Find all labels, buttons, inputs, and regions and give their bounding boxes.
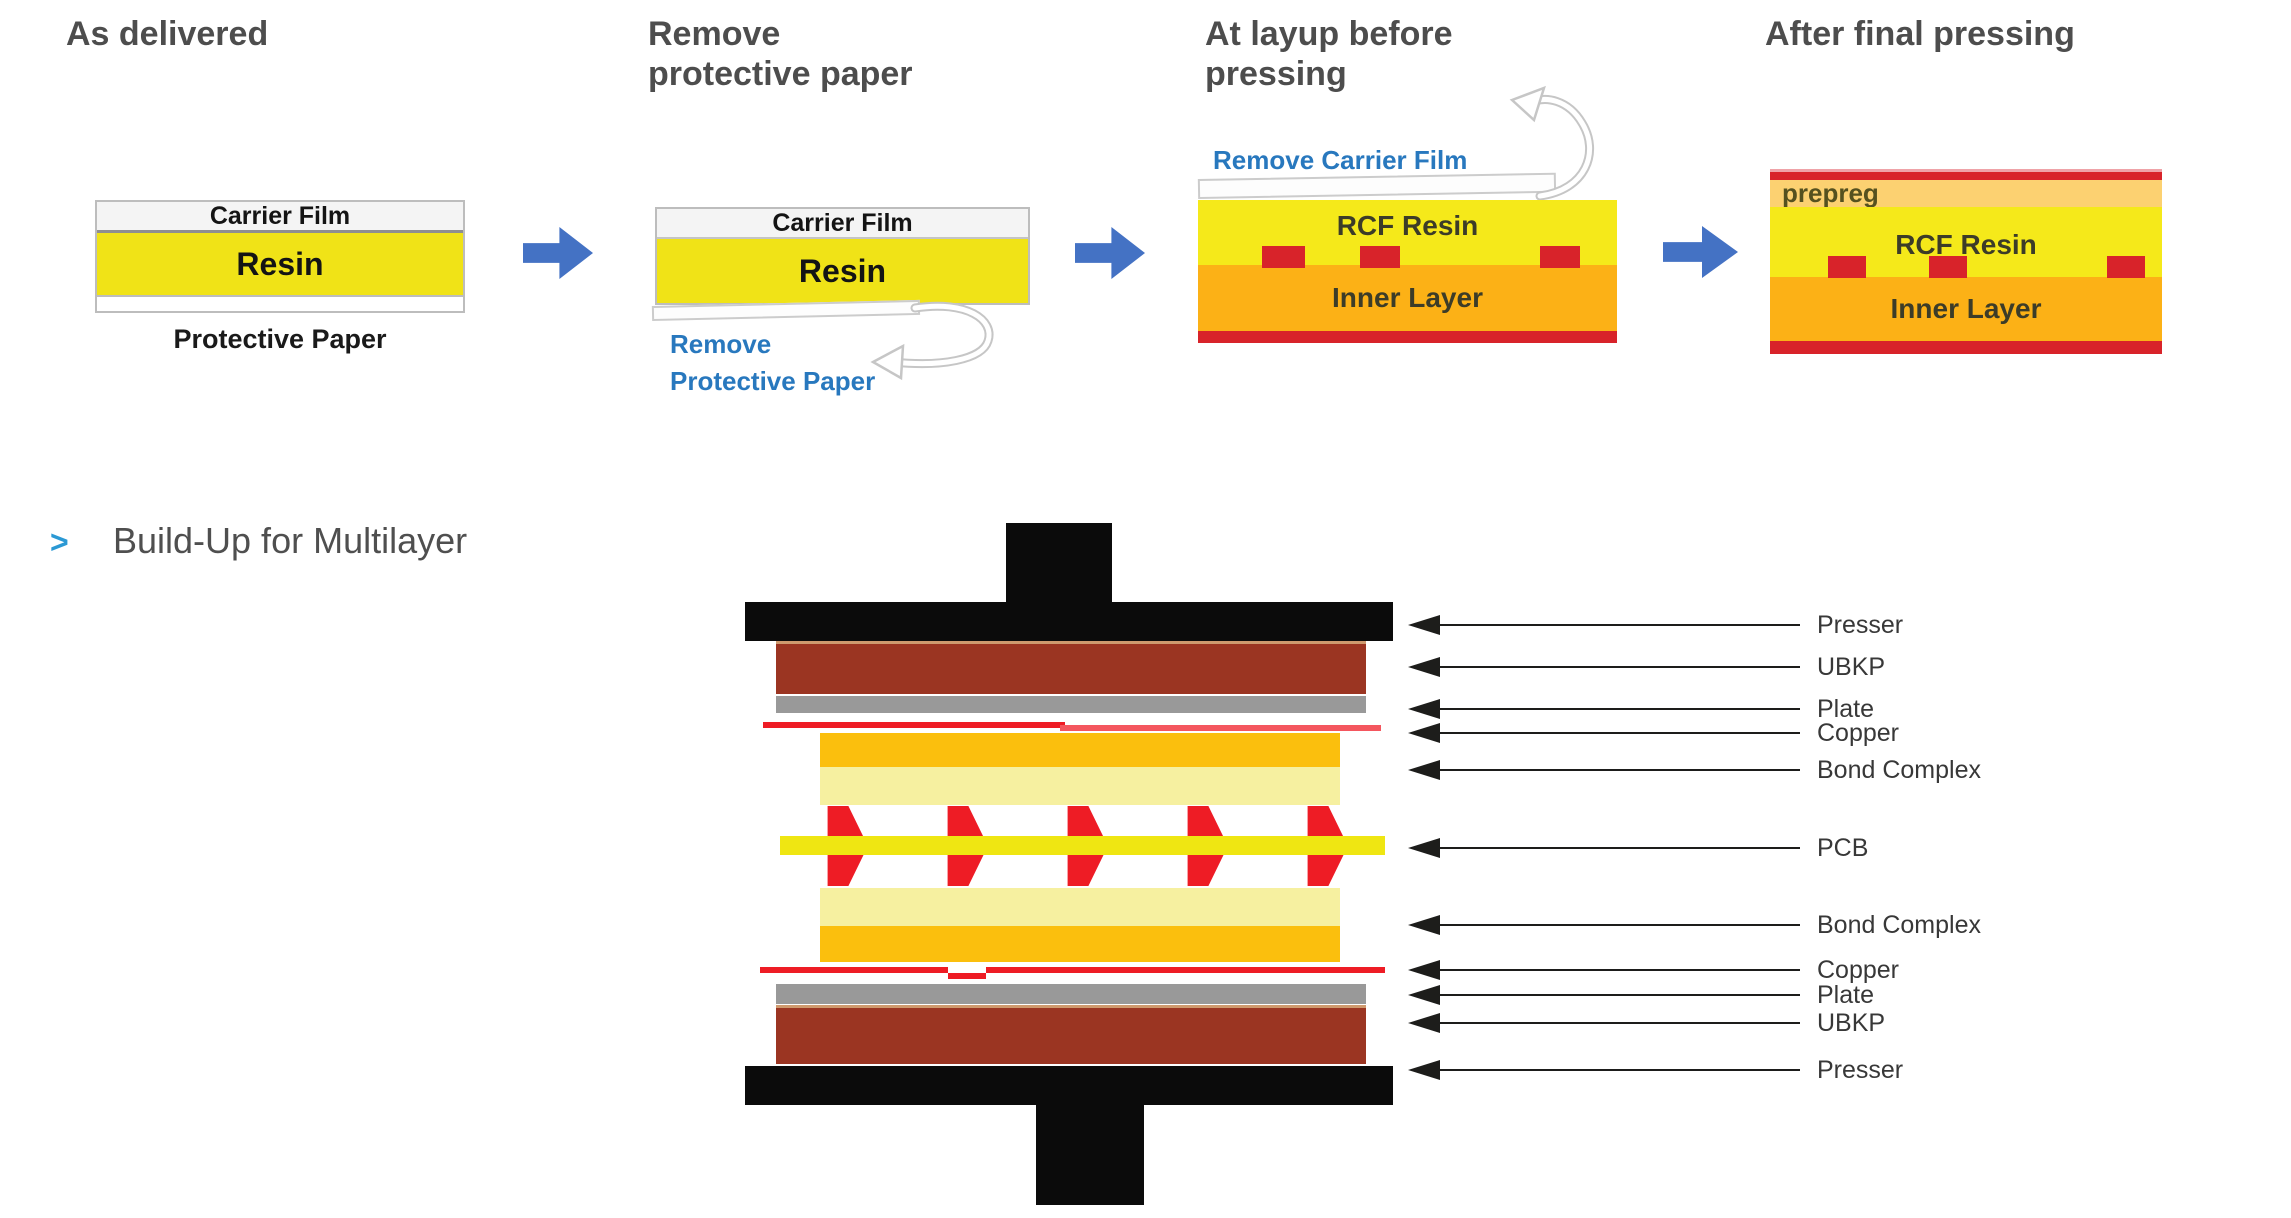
layer-label: Presser [1817, 1056, 1904, 1084]
layer-label: Bond Complex [1817, 756, 1981, 784]
carrier-film-label: Carrier Film [772, 208, 913, 237]
copper-top-foil [763, 722, 1065, 728]
layer-label: Copper [1817, 719, 1899, 747]
plate-bottom-layer [776, 984, 1366, 1004]
stage3-copper-strip [1198, 331, 1617, 343]
layer-label: Bond Complex [1817, 911, 1981, 939]
carrier-film-label: Carrier Film [209, 201, 351, 230]
bond-complex-bottom-light [820, 888, 1340, 926]
copper-top-foil [1060, 725, 1381, 731]
process-arrow-icon [1075, 226, 1145, 280]
stage1-stack: Carrier Film Resin [95, 200, 465, 313]
stage1-resin-layer: Resin [97, 233, 463, 295]
ubkp-bottom-layer [776, 1005, 1366, 1064]
chevron-icon: > [50, 524, 69, 560]
protective-paper-label: Protective Paper [173, 324, 387, 354]
layer-label: Plate [1817, 695, 1874, 723]
prepreg-label: prepreg [1782, 178, 1879, 208]
left-arrow-icon [1408, 723, 1440, 743]
stage3-inner-layer: Inner Layer [1198, 265, 1617, 331]
stage4-top-copper-strip [1770, 169, 2162, 180]
left-arrow-icon [1408, 657, 1440, 677]
presser-top-layer [745, 602, 1393, 641]
copper-pad [1360, 246, 1400, 268]
left-arrow-icon [1408, 760, 1440, 780]
inner-layer-label: Inner Layer [1332, 282, 1483, 313]
copper-pad [1929, 256, 1967, 278]
layer-label: UBKP [1817, 1009, 1886, 1037]
buildup-title: Build-Up for Multilayer [113, 520, 468, 561]
stage1-heading: As delivered [66, 15, 269, 53]
layer-label: UBKP [1817, 653, 1886, 681]
rcf-resin-label: RCF Resin [1336, 210, 1479, 241]
rcf-resin-label: RCF Resin [1895, 229, 2037, 260]
copper-bottom-foil [948, 973, 986, 979]
stage4-inner-layer: Inner Layer [1770, 277, 2162, 341]
layer-label: Plate [1817, 981, 1874, 1009]
copper-pad [1540, 246, 1580, 268]
left-arrow-icon [1408, 985, 1440, 1005]
bond-complex-bottom-gold [820, 926, 1340, 962]
copper-pad [2107, 256, 2145, 278]
pcb-core-strip [780, 836, 1385, 855]
process-arrow-icon [523, 226, 593, 280]
bond-complex-top-gold [820, 733, 1340, 767]
remove-protective-paper-note: Remove Protective Paper [670, 329, 876, 396]
inner-layer-label: Inner Layer [1890, 293, 2042, 324]
presser-bottom-layer [745, 1066, 1393, 1105]
left-arrow-icon [1408, 915, 1440, 935]
layer-label: Copper [1817, 956, 1899, 984]
left-arrow-icon [1408, 699, 1440, 719]
left-arrow-icon [1408, 1013, 1440, 1033]
resin-label: Resin [236, 245, 324, 282]
stage3-stack: RCF Resin Inner Layer [1198, 200, 1617, 343]
stage1-protective-paper-layer [97, 295, 463, 311]
stage2-resin-layer: Resin [657, 239, 1028, 303]
resin-label: Resin [798, 252, 887, 289]
stage4-heading: After final pressing [1765, 15, 2075, 53]
stage2-carrier-film-layer: Carrier Film [657, 209, 1028, 239]
copper-pad [1262, 246, 1305, 268]
left-arrow-icon [1408, 960, 1440, 980]
peel-arrow-icon [1509, 85, 1594, 201]
left-arrow-icon [1408, 1060, 1440, 1080]
plate-top-layer [776, 696, 1366, 713]
peel-arrow-icon [870, 301, 994, 381]
remove-carrier-film-note: Remove Carrier Film [1213, 145, 1468, 175]
copper-bottom-foil [986, 967, 1385, 973]
copper-pad [1828, 256, 1866, 278]
stage1-carrier-film-layer: Carrier Film [97, 202, 463, 233]
left-arrow-icon [1408, 838, 1440, 858]
stage3-heading: At layup before pressing [1205, 15, 1453, 93]
left-arrow-icon [1408, 615, 1440, 635]
ubkp-top-layer [776, 641, 1366, 694]
bond-complex-top-light [820, 767, 1340, 805]
stage4-bottom-copper-strip [1770, 341, 2162, 354]
stage2-heading: Remove protective paper [648, 15, 913, 93]
copper-bottom-foil [760, 967, 948, 973]
process-arrow-icon [1663, 225, 1738, 279]
press-ram-bottom [1036, 1105, 1144, 1205]
stage2-stack: Carrier Film Resin [655, 207, 1030, 305]
stage4-prepreg-layer: prepreg [1770, 178, 2162, 208]
layer-label: PCB [1817, 834, 1869, 862]
press-ram-top [1006, 523, 1112, 603]
layer-label: Presser [1817, 611, 1904, 639]
